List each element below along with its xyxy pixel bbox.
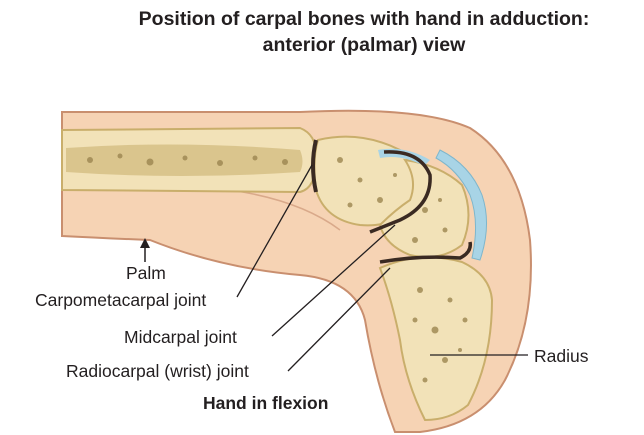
bone-trabeculae <box>87 153 468 383</box>
label-carpometacarpal-joint: Carpometacarpal joint <box>35 290 207 310</box>
title-line-1: Position of carpal bones with hand in ad… <box>138 8 590 30</box>
palm-arrow-head <box>140 238 150 248</box>
midcarpal-joint-line <box>369 150 432 234</box>
radiocarpal-joint-line <box>379 241 473 264</box>
label-radiocarpal-joint: Radiocarpal (wrist) joint <box>66 361 249 381</box>
label-palm: Palm <box>126 263 166 283</box>
midcarpal-leader <box>271 224 396 337</box>
figure-caption: Hand in flexion <box>203 393 329 413</box>
articular-cartilage <box>435 149 488 261</box>
label-midcarpal-joint: Midcarpal joint <box>124 327 237 347</box>
label-radius: Radius <box>534 346 589 366</box>
carpometacarpal-leader <box>236 164 313 298</box>
title-line-2: anterior (palmar) view <box>262 34 466 56</box>
radius-bone <box>378 256 494 422</box>
radiocarpal-leader <box>287 267 391 372</box>
carpometacarpal-joint-line <box>311 139 318 193</box>
